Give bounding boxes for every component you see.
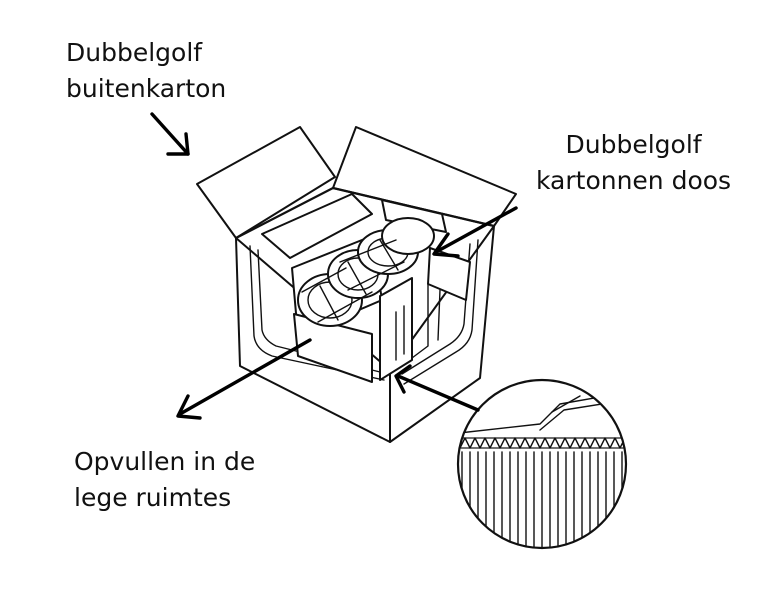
corrugated-cross-section-icon xyxy=(456,378,628,550)
label-inner-box-line2: kartonnen doos xyxy=(536,166,732,195)
label-outer-box-line1: Dubbelgolf xyxy=(66,38,203,67)
product xyxy=(297,217,435,327)
label-inner-box: Dubbelgolf kartonnen doos xyxy=(536,127,731,199)
arrow-outer-box xyxy=(150,112,190,156)
arrow-filling xyxy=(176,338,312,420)
label-inner-box-line1: Dubbelgolf xyxy=(565,130,702,159)
label-outer-box: Dubbelgolf buitenkarton xyxy=(66,35,226,107)
label-filling-line2: lege ruimtes xyxy=(74,483,232,512)
label-filling-line1: Opvullen in de xyxy=(74,447,256,476)
label-filling: Opvullen in de lege ruimtes xyxy=(74,444,255,516)
arrow-magnifier xyxy=(394,364,480,412)
label-outer-box-line2: buitenkarton xyxy=(66,74,227,103)
arrow-inner-box xyxy=(432,206,518,258)
